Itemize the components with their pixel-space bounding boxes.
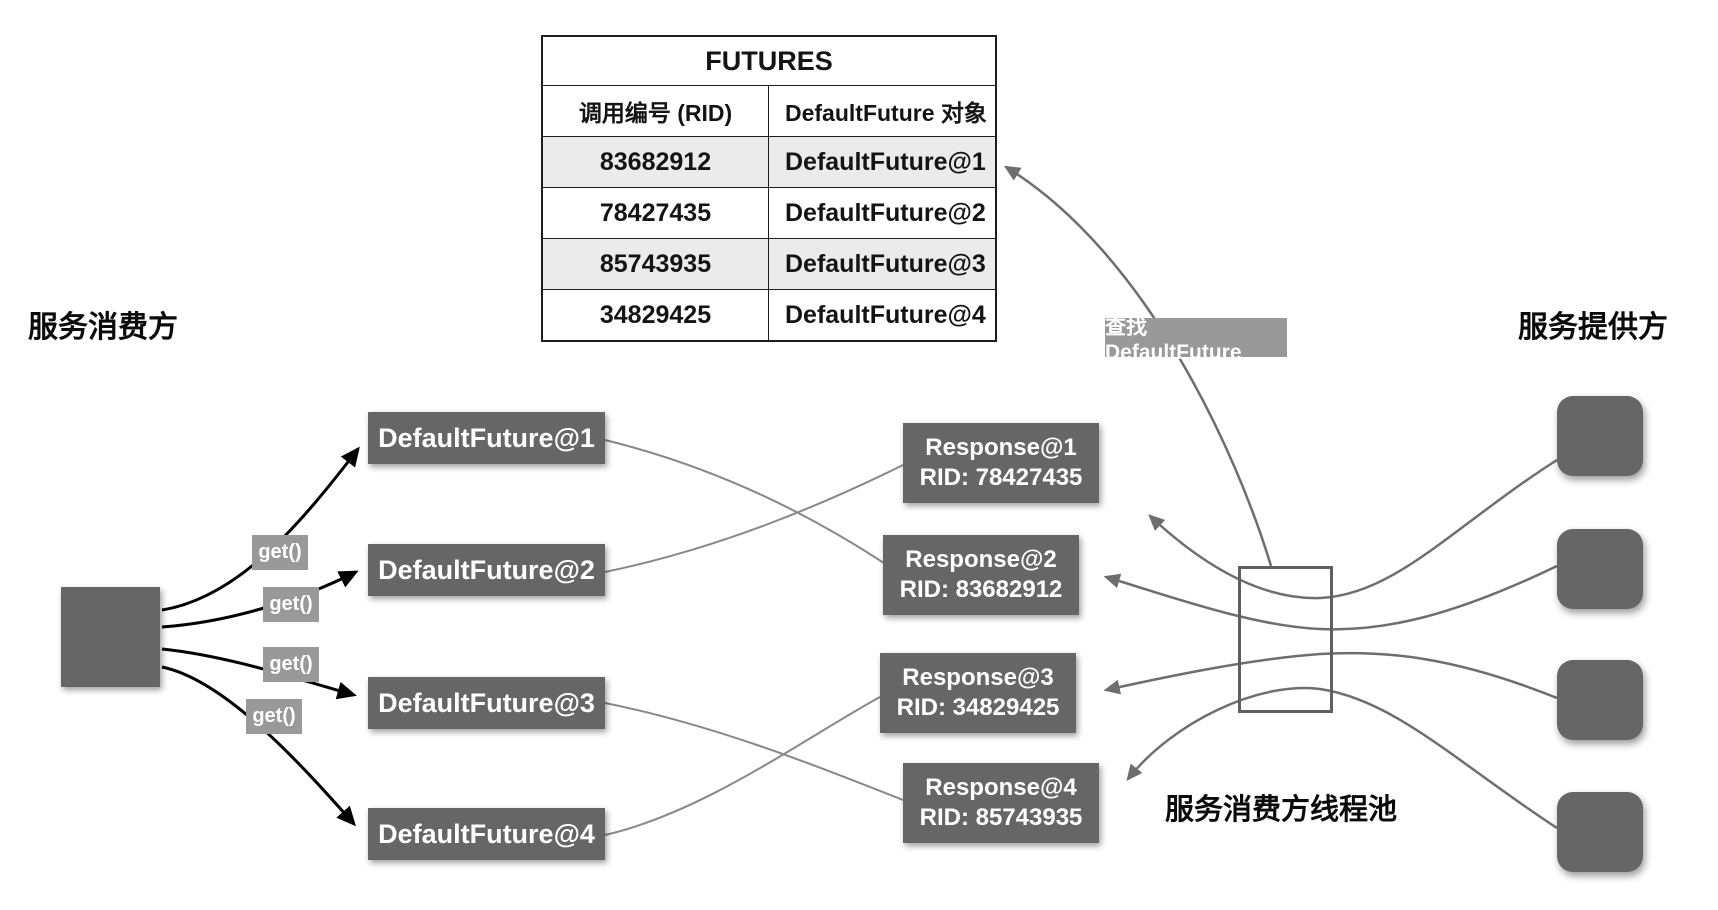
response-title: Response@3 [902,664,1054,691]
provider-node-4 [1557,792,1643,872]
provider-node-2 [1557,529,1643,609]
wire-future1-response2 [604,439,885,564]
get-call-tag: get() [246,699,302,734]
wire-future3-response4 [604,702,904,801]
get-arrow-3 [161,647,357,700]
provider-node-1 [1557,396,1643,476]
provider-label: 服务提供方 [1518,311,1668,344]
response-rid: RID: 34829425 [896,694,1060,721]
future-box-2: DefaultFuture@2 [368,544,605,596]
futures-table: FUTURES 调用编号 (RID) DefaultFuture 对象 8368… [541,35,997,342]
response-arrow-1 [1148,458,1558,600]
future-box-3: DefaultFuture@3 [368,677,605,729]
column-header-future: DefaultFuture 对象 [785,100,987,126]
get-call-tag: get() [263,587,319,622]
table-row: 78427435 DefaultFuture@2 [543,187,995,238]
future-box-4: DefaultFuture@4 [368,808,605,860]
future-cell: DefaultFuture@2 [785,198,986,227]
response-rid: RID: 85743935 [919,804,1083,831]
rid-cell: 34829425 [543,290,769,340]
future-cell: DefaultFuture@3 [769,239,995,289]
consumer-label: 服务消费方 [28,311,178,344]
response-box-4: Response@4 RID: 85743935 [903,763,1099,843]
response-title: Response@2 [905,546,1057,573]
get-arrow-2 [161,570,359,629]
column-header-rid: 调用编号 (RID) [543,86,769,136]
get-call-tag: get() [263,647,319,682]
response-title: Response@4 [925,774,1077,801]
thread-pool-rect [1238,566,1333,713]
lookup-defaultfuture-tag: 查找 DefaultFuture [1105,316,1287,364]
response-arrow-2 [1103,564,1558,631]
wire-future2-response1 [604,464,904,573]
thread-pool-label: 服务消费方线程池 [1165,794,1398,826]
futures-table-title: FUTURES [705,45,833,76]
response-arrow-3 [1103,651,1558,700]
provider-node-3 [1557,660,1643,740]
table-row: 83682912 DefaultFuture@1 [543,136,995,187]
future-cell: DefaultFuture@4 [785,300,986,329]
futures-table-title-row: FUTURES [543,37,995,85]
future-box-1: DefaultFuture@1 [368,412,605,464]
response-rid: RID: 83682912 [899,576,1063,603]
table-row: 34829425 DefaultFuture@4 [543,289,995,340]
response-title: Response@1 [925,434,1077,461]
lookup-arrow [1003,165,1273,567]
get-call-tag: get() [252,535,308,570]
response-arrow-4 [1126,686,1558,830]
rid-cell: 83682912 [543,137,769,187]
future-cell: DefaultFuture@1 [769,137,995,187]
response-box-1: Response@1 RID: 78427435 [903,423,1099,503]
response-box-3: Response@3 RID: 34829425 [880,653,1076,733]
rid-cell: 78427435 [543,188,769,238]
rid-cell: 85743935 [543,239,769,289]
response-box-2: Response@2 RID: 83682912 [883,535,1079,615]
wire-future4-response3 [604,696,881,836]
consumer-node [61,587,160,687]
get-arrow-4 [161,665,356,827]
table-row: 85743935 DefaultFuture@3 [543,238,995,289]
response-rid: RID: 78427435 [919,464,1083,491]
futures-table-header-row: 调用编号 (RID) DefaultFuture 对象 [543,85,995,136]
